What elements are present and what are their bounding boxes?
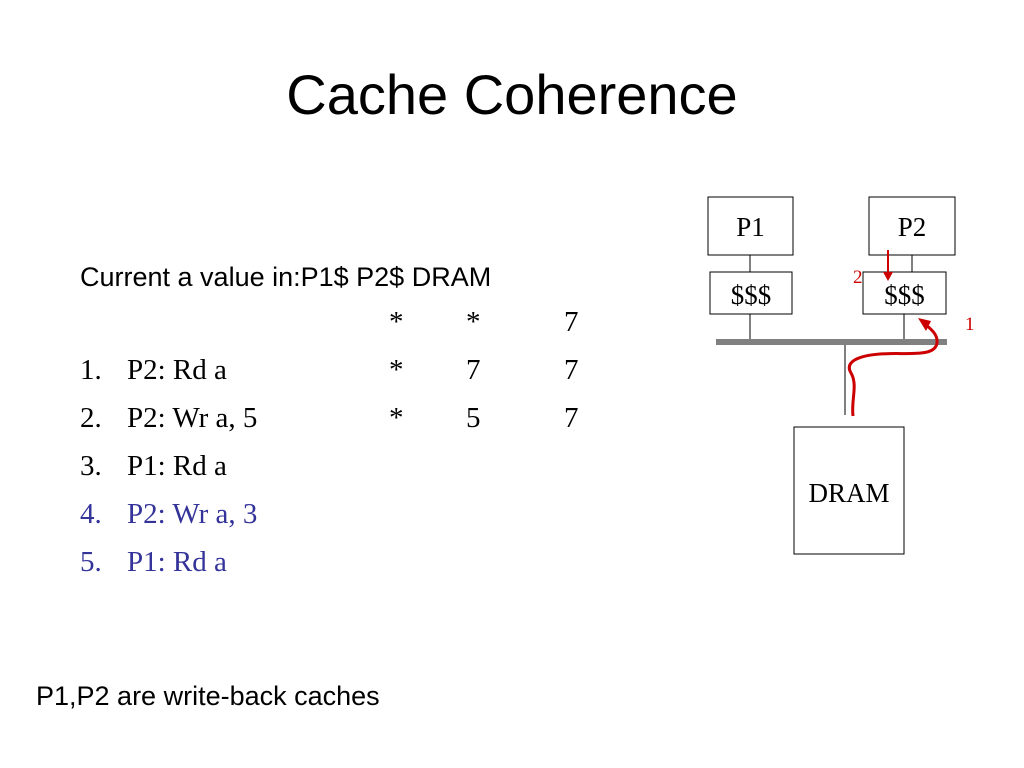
step-number: 4. — [80, 498, 102, 530]
step-operation: P1: Rd a — [127, 450, 227, 482]
step-number: 1. — [80, 354, 102, 386]
p1-cache-box — [709, 271, 793, 315]
p1-cache-label: $$$ — [731, 280, 772, 310]
dram-value: 7 — [564, 306, 579, 338]
p2-cache-label: $$$ — [884, 280, 925, 310]
p2-cache-value: 5 — [466, 402, 481, 434]
p2-processor-box — [868, 196, 956, 256]
footer-note: P1,P2 are write-back caches — [36, 681, 380, 711]
slide-title: Cache Coherence — [286, 63, 738, 126]
p1-cache-value: * — [389, 354, 404, 386]
step-number: 3. — [80, 450, 102, 482]
step-operation: P2: Wr a, 3 — [127, 498, 258, 530]
arrow-1-label: 1 — [965, 314, 975, 335]
dram-value: 7 — [564, 354, 579, 386]
p1-cache-value: * — [389, 402, 404, 434]
system-bus — [716, 339, 947, 345]
p2-processor-label: P2 — [898, 212, 927, 242]
p1-cache-value: * — [389, 306, 404, 338]
arrow-1-head — [918, 318, 931, 331]
p1-processor-box — [707, 196, 794, 256]
table-header: Current a value in:P1$ P2$ DRAM — [80, 262, 492, 292]
p2-cache-value: 7 — [466, 354, 481, 386]
p2-cache-value: * — [466, 306, 481, 338]
step-operation: P1: Rd a — [127, 546, 227, 578]
step-operation: P2: Rd a — [127, 354, 227, 386]
arrow-2-head — [883, 272, 893, 281]
arrow-2-label: 2 — [853, 267, 863, 288]
arrow-1-dram-to-cache — [847, 322, 939, 417]
dram-box — [793, 426, 905, 555]
step-number: 5. — [80, 546, 102, 578]
p2-cache-box — [862, 271, 947, 315]
step-number: 2. — [80, 402, 102, 434]
dram-label: DRAM — [808, 478, 889, 508]
step-operation: P2: Wr a, 5 — [127, 402, 258, 434]
dram-value: 7 — [564, 402, 579, 434]
p1-processor-label: P1 — [736, 212, 765, 242]
